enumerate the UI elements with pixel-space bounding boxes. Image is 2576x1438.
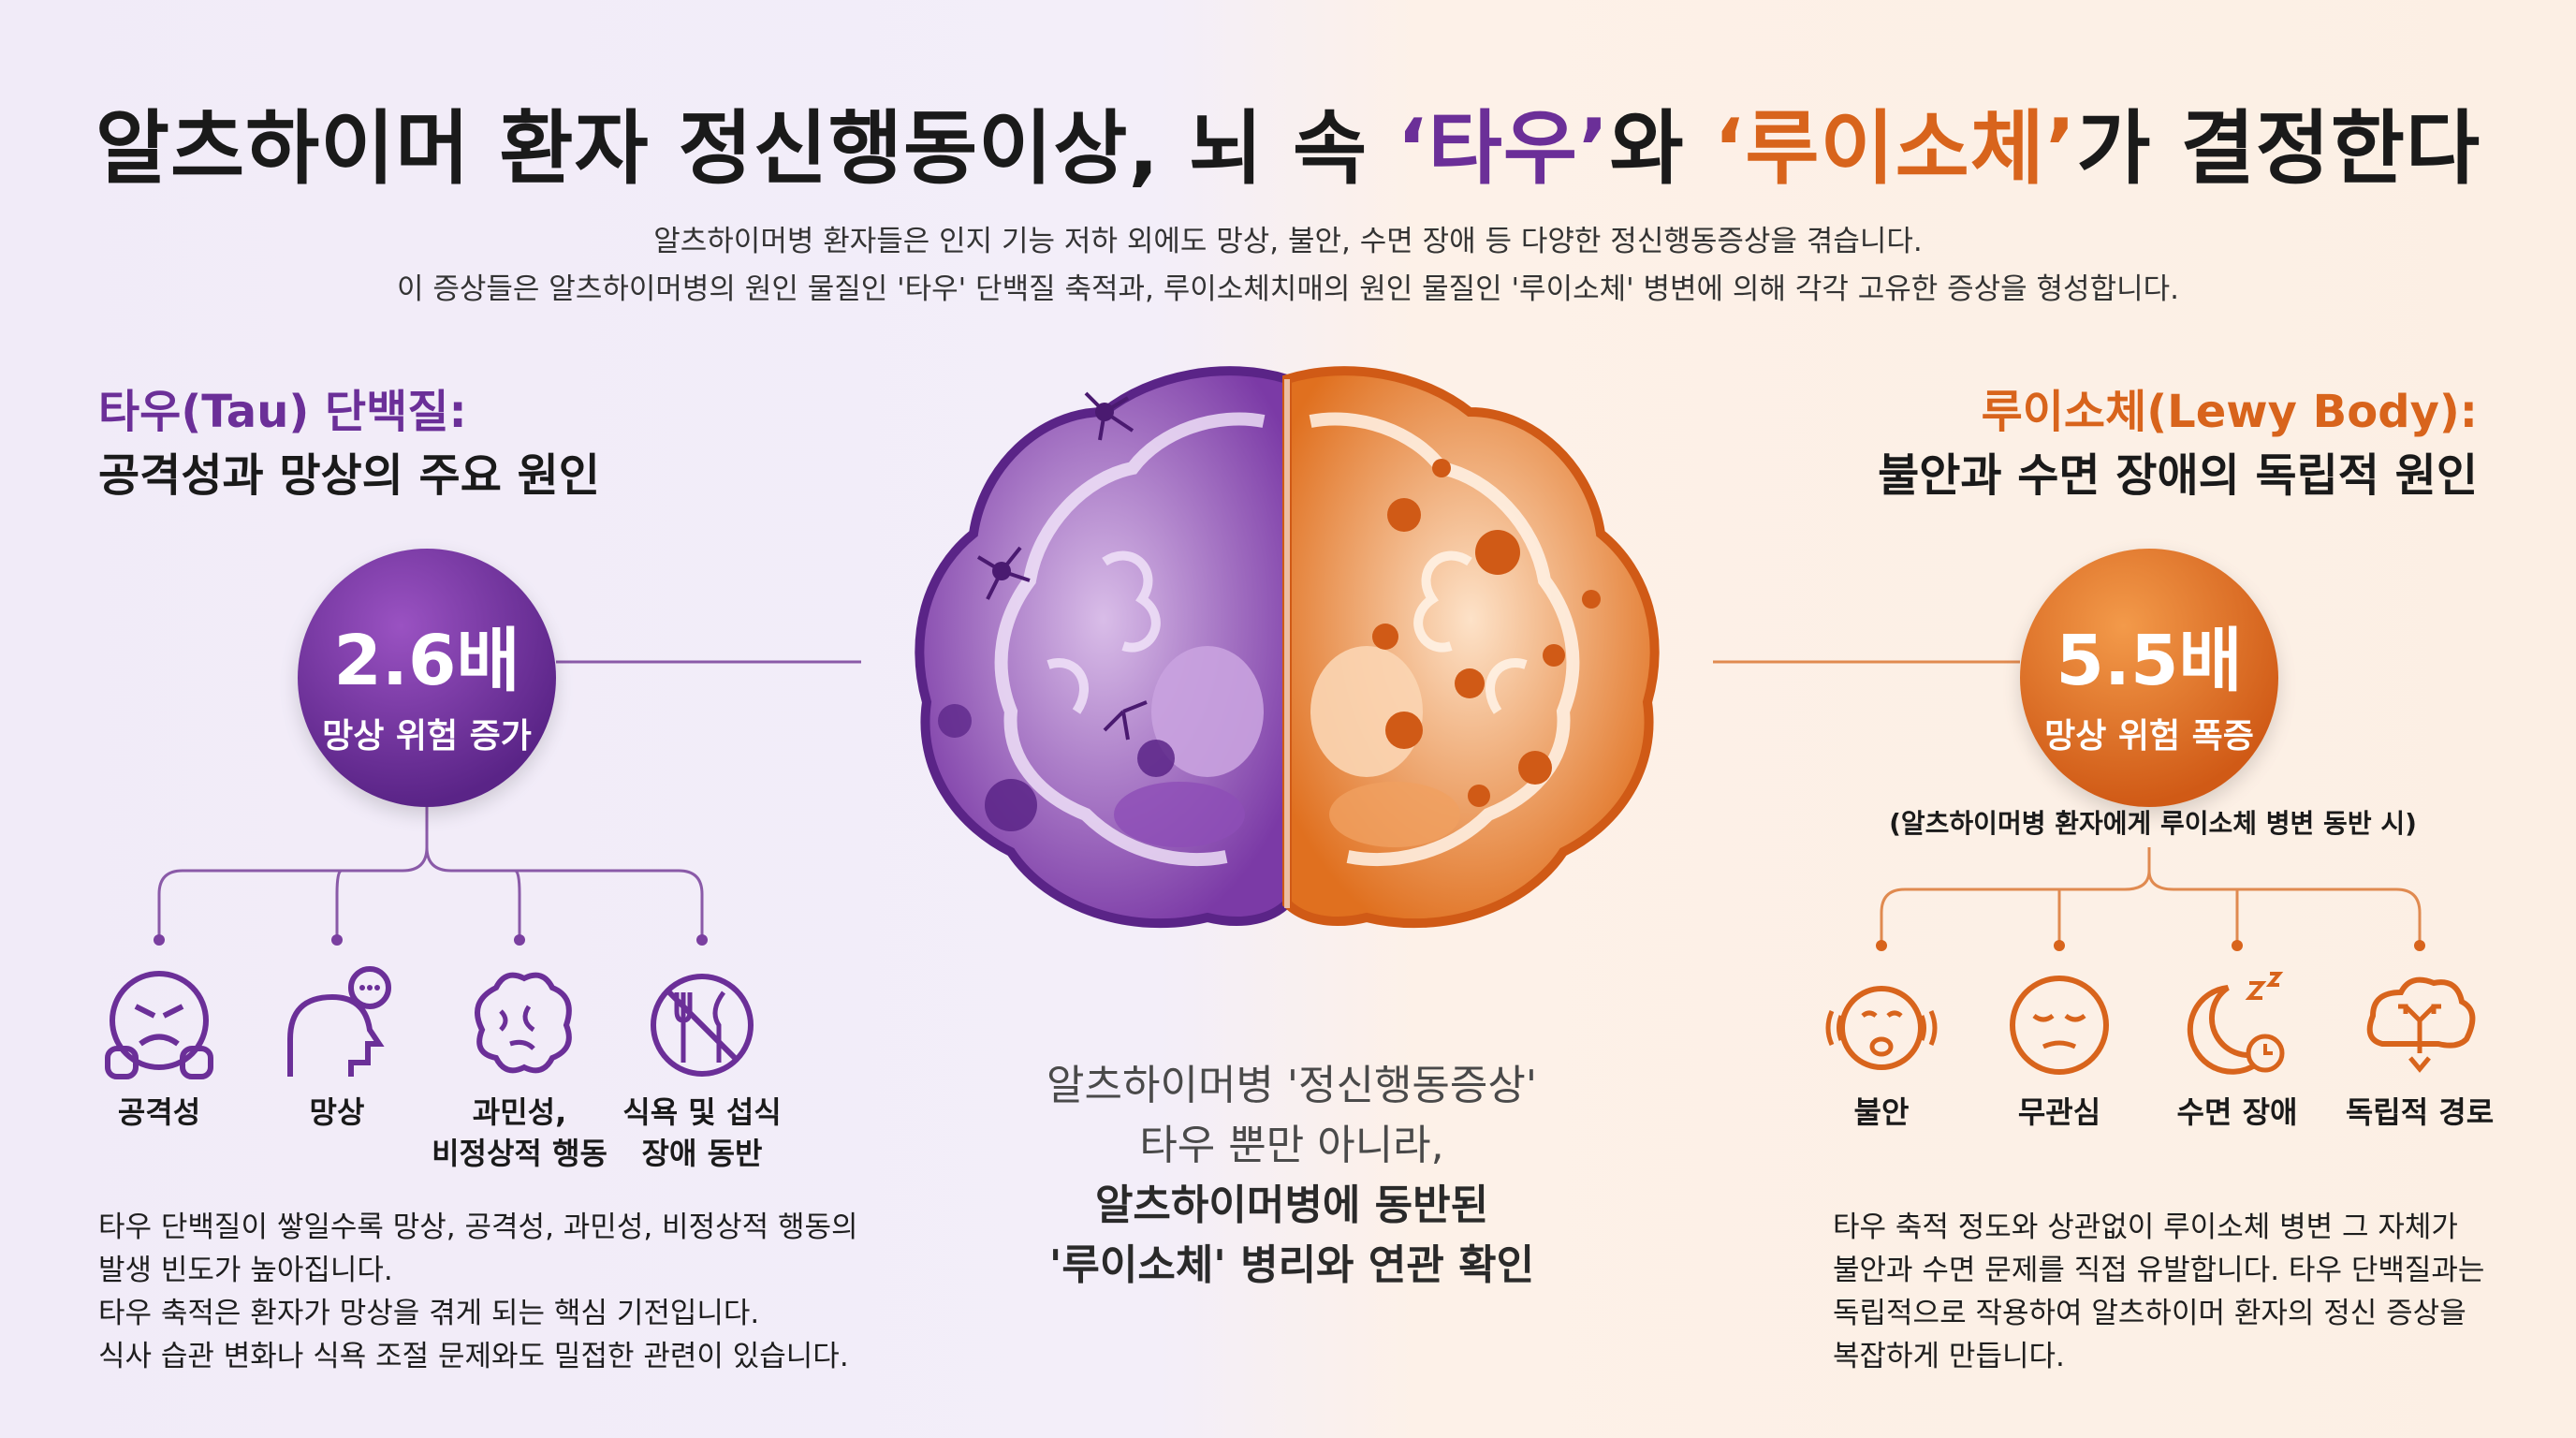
- lewy-subheading: 불안과 수면 장애의 독립적 원인: [1878, 449, 2478, 502]
- moon-sleep-icon: [2187, 972, 2285, 1075]
- center-summary: 알츠하이머병 '정신행동증상' 타우 뿐만 아니라, 알츠하이머병에 동반된 '…: [1046, 1062, 1537, 1289]
- lewy-stat-label: 망상 위험 폭증: [2044, 717, 2254, 756]
- anxious-face-icon: [1825, 986, 1938, 1070]
- no-eating-icon: [651, 974, 754, 1077]
- apathetic-face-icon: [2010, 976, 2109, 1075]
- tau-subheading: 공격성과 망상의 주요 원인: [98, 449, 600, 502]
- lewy-description: 타우 축적 정도와 상관없이 루이소체 병변 그 자체가 불안과 수면 문제를 …: [1833, 1211, 2485, 1373]
- tau-description: 타우 단백질이 쌓일수록 망상, 공격성, 과민성, 비정상적 행동의 발생 빈…: [98, 1211, 858, 1373]
- page-title: 알츠하이머 환자 정신행동이상, 뇌 속 ‘타우’와 ‘루이소체’가 결정한다: [0, 82, 2576, 199]
- title-part3: 가 결정한다: [2076, 102, 2481, 196]
- title-lewy: ‘루이소체’: [1713, 102, 2077, 196]
- tau-stat-label: 망상 위험 증가: [322, 717, 532, 756]
- brain-illustration: [915, 366, 1660, 929]
- title-tau: ‘타우’: [1397, 102, 1610, 196]
- branching-cloud-icon: [2366, 976, 2476, 1073]
- lewy-heading: 루이소체(Lewy Body):: [1981, 386, 2478, 438]
- tau-hemisphere: [915, 366, 1292, 929]
- lewy-symptom-label-2: 무관심: [2017, 1094, 2101, 1130]
- tau-heading: 타우(Tau) 단백질:: [98, 386, 467, 438]
- title-part1: 알츠하이머 환자 정신행동이상, 뇌 속: [95, 102, 1398, 196]
- lewy-symptom-label-1: 불안: [1853, 1094, 1910, 1130]
- lewy-stat-circle: 5.5배 망상 위험 폭증: [2020, 549, 2278, 807]
- delusion-head-icon: [287, 966, 391, 1077]
- title-part2: 와: [1609, 102, 1714, 196]
- angry-face-icon: [105, 971, 213, 1079]
- tau-symptom-label-3: 과민성,비정상적 행동: [432, 1094, 607, 1171]
- tau-symptom-label-2: 망상: [309, 1094, 365, 1130]
- tau-stat-value: 2.6배: [333, 621, 520, 701]
- lewy-symptom-label-3: 수면 장애: [2176, 1094, 2298, 1130]
- subtitle-line1: 알츠하이머병 환자들은 인지 기능 저하 외에도 망상, 불안, 수면 장애 등…: [653, 225, 1923, 258]
- subtitle-line2: 이 증상들은 알츠하이머병의 원인 물질인 '타우' 단백질 축적과, 루이소체…: [397, 272, 2179, 306]
- tau-stat-circle: 2.6배 망상 위험 증가: [298, 549, 556, 807]
- lewy-hemisphere: [1282, 366, 1660, 929]
- lewy-stat-note: (알츠하이머병 환자에게 루이소체 병변 동반 시): [1889, 808, 2417, 839]
- tau-symptom-label-1: 공격성: [117, 1094, 201, 1130]
- lewy-stat-value: 5.5배: [2056, 621, 2243, 701]
- lewy-symptom-label-4: 독립적 경로: [2345, 1094, 2495, 1130]
- brain-irritability-icon: [475, 972, 572, 1074]
